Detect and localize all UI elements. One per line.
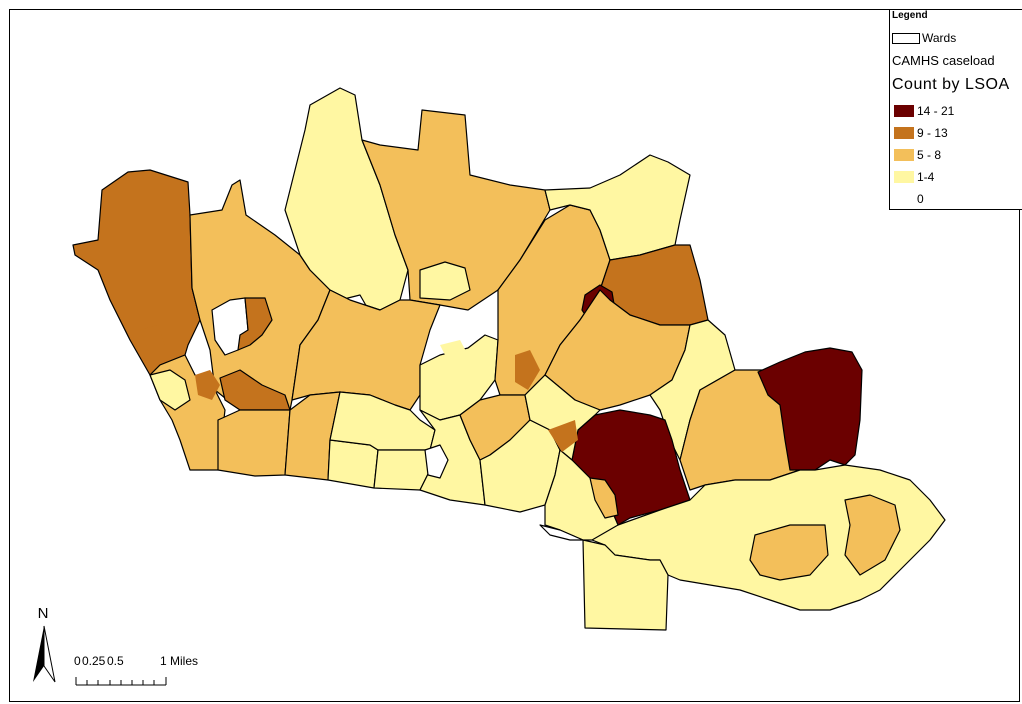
patch-north-yellow bbox=[440, 340, 468, 365]
ward-north-patch[interactable] bbox=[419, 261, 471, 301]
legend-class-label-5: 0 bbox=[917, 192, 924, 206]
ward-coast-6[interactable] bbox=[373, 449, 431, 491]
ward-coast-12[interactable] bbox=[589, 477, 619, 519]
legend-swatch-1 bbox=[894, 105, 914, 117]
patch-centre-dark2 bbox=[548, 420, 578, 452]
scale-tick-05: 0.5 bbox=[107, 654, 124, 668]
legend-field-title: Count by LSOA bbox=[892, 76, 1010, 93]
legend-layer-title: CAMHS caseload bbox=[892, 53, 995, 68]
legend-class-label-2: 9 - 13 bbox=[917, 126, 948, 140]
legend-class-1: 14 - 21 bbox=[894, 104, 954, 120]
scale-bar: 0 0.25 0.5 1 Miles bbox=[74, 654, 198, 686]
ward-south-east-patch1[interactable] bbox=[749, 524, 829, 581]
legend-swatch-5 bbox=[894, 193, 914, 205]
legend-class-5: 0 bbox=[894, 192, 924, 208]
scale-bar-ticks bbox=[75, 677, 167, 686]
north-arrow: N bbox=[33, 605, 56, 683]
map-legend: Legend Wards CAMHS caseload Count by LSO… bbox=[889, 9, 1022, 210]
ward-coast-7[interactable] bbox=[419, 409, 486, 506]
legend-class-label-3: 5 - 8 bbox=[917, 148, 942, 162]
ward-west-2-patch2[interactable] bbox=[219, 369, 291, 411]
ward-coast-7-zero[interactable] bbox=[424, 444, 449, 479]
patch-centre-dark bbox=[515, 350, 540, 390]
north-label: N bbox=[38, 605, 49, 622]
scale-tick-025: 0.25 bbox=[82, 654, 106, 668]
ward-south-east-patch2[interactable] bbox=[844, 494, 901, 576]
ward-coast-4[interactable] bbox=[327, 439, 379, 489]
legend-class-2: 9 - 13 bbox=[894, 126, 948, 142]
ward-coast-2[interactable] bbox=[217, 409, 291, 477]
patch-west-dark2 bbox=[195, 370, 220, 400]
scale-tick-0: 0 bbox=[74, 654, 81, 668]
legend-class-label-4: 1-4 bbox=[917, 170, 935, 184]
wards-swatch bbox=[892, 33, 920, 44]
legend-wards-label: Wards bbox=[922, 31, 957, 45]
legend-class-4: 1-4 bbox=[894, 170, 934, 186]
ward-east-high[interactable] bbox=[757, 347, 863, 471]
patch-west-dark bbox=[140, 325, 165, 355]
ward-centre-west[interactable] bbox=[291, 289, 441, 411]
north-arrow-icon-right bbox=[43, 625, 56, 683]
ward-south-peninsula[interactable] bbox=[582, 539, 669, 631]
legend-class-label-1: 14 - 21 bbox=[917, 104, 955, 118]
ward-coast-10[interactable] bbox=[524, 374, 601, 461]
ward-coast-5[interactable] bbox=[329, 391, 436, 451]
ward-west-1[interactable] bbox=[72, 169, 201, 376]
legend-swatch-2 bbox=[894, 127, 914, 139]
scale-tick-1: 1 Miles bbox=[160, 654, 198, 668]
ward-coast-1-patch[interactable] bbox=[149, 369, 191, 411]
north-arrow-icon bbox=[33, 626, 44, 682]
legend-swatch-3 bbox=[894, 149, 914, 161]
legend-class-3: 5 - 8 bbox=[894, 148, 941, 164]
ward-west-2-patch[interactable] bbox=[237, 297, 273, 351]
ward-coast-11-zero[interactable] bbox=[539, 524, 584, 541]
legend-wards-row: Wards bbox=[892, 31, 956, 45]
legend-swatch-4 bbox=[894, 171, 914, 183]
legend-title: Legend bbox=[892, 10, 928, 21]
